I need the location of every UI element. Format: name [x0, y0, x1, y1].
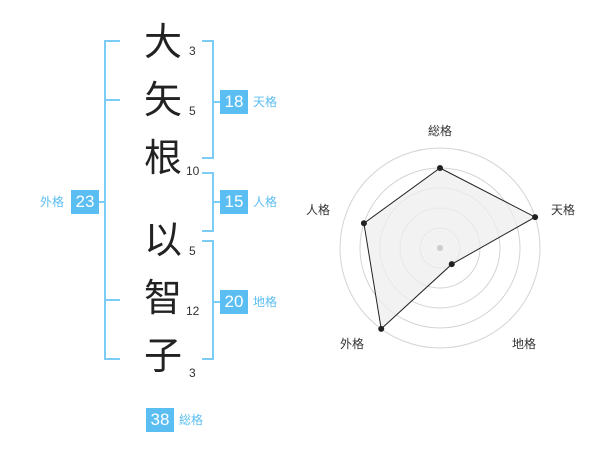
given-char-3: 子	[143, 334, 182, 378]
chikaku-bracket	[212, 240, 214, 360]
radar-axis-label-soukaku: 総格	[427, 124, 452, 138]
bracket-connector	[212, 201, 220, 203]
soukaku-badge: 38	[146, 408, 174, 432]
bracket-tick	[104, 99, 120, 101]
surname-char-1: 大	[143, 20, 182, 64]
bracket-tick	[202, 172, 214, 174]
radar-point-0	[437, 165, 443, 171]
surname-char-3: 根	[143, 136, 182, 180]
bracket-tick	[104, 299, 120, 301]
given-char-1: 以	[143, 218, 182, 262]
bracket-connector	[96, 201, 106, 203]
tenkaku-badge: 18	[220, 90, 248, 114]
stroke-count: 3	[189, 366, 196, 380]
surname-char-2: 矢	[143, 78, 182, 122]
radar-point-2	[448, 261, 455, 268]
gaikaku-bracket	[104, 40, 106, 360]
radar-points	[360, 165, 539, 332]
stroke-count: 5	[189, 104, 196, 118]
bracket-connector	[212, 301, 220, 303]
jinkaku-label: 人格	[253, 195, 278, 209]
bracket-tick	[202, 230, 214, 232]
radar-axis-label-tenkaku: 天格	[550, 203, 575, 217]
bracket-tick	[202, 157, 214, 159]
bracket-tick	[104, 40, 120, 42]
bracket-tick	[202, 240, 214, 242]
chikaku-badge: 20	[220, 290, 248, 314]
stroke-count: 3	[189, 44, 196, 58]
radar-point-1	[532, 214, 539, 221]
soukaku-label: 総格	[179, 413, 204, 427]
tenkaku-label: 天格	[253, 95, 278, 109]
radar-center-dot	[437, 245, 443, 251]
radar-area	[363, 167, 537, 330]
radar-point-4	[360, 220, 367, 227]
bracket-tick	[104, 358, 120, 360]
chikaku-label: 地格	[253, 295, 278, 309]
radar-ring	[339, 147, 541, 349]
tenkaku-bracket	[212, 40, 214, 159]
stroke-count: 10	[186, 164, 200, 178]
bracket-tick	[202, 358, 214, 360]
radar-chart	[339, 147, 541, 349]
gaikaku-label: 外格	[40, 195, 65, 209]
bracket-connector	[212, 101, 220, 103]
gaikaku-badge: 23	[71, 190, 99, 214]
given-char-2: 智	[143, 276, 182, 320]
stroke-count: 5	[189, 244, 196, 258]
radar-point-3	[378, 325, 385, 332]
radar-axis-label-jinkaku: 人格	[305, 203, 330, 217]
radar-axis-label-chikaku: 地格	[511, 337, 536, 351]
bracket-tick	[202, 40, 214, 42]
stroke-count: 12	[186, 304, 200, 318]
radar-axis-label-gaikaku: 外格	[339, 337, 364, 351]
jinkaku-badge: 15	[220, 190, 248, 214]
